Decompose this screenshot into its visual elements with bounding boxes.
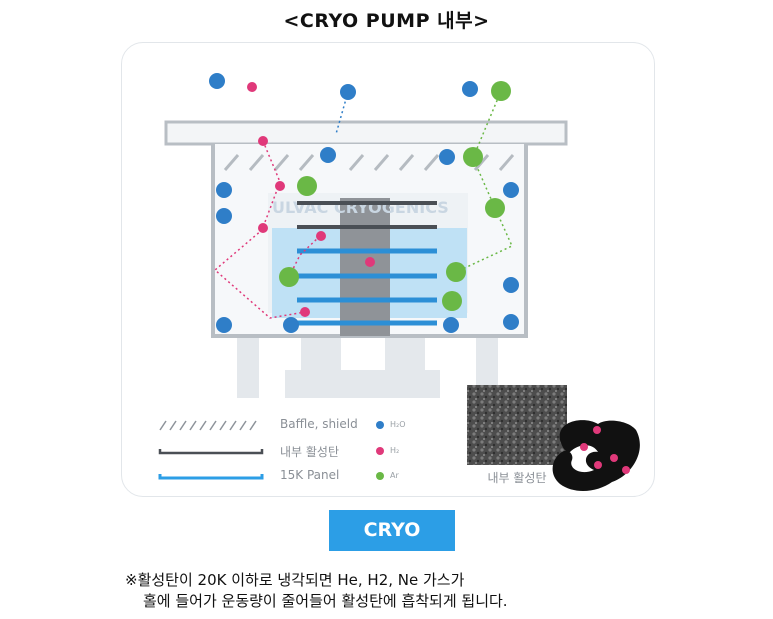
cryo-button[interactable]: CRYO xyxy=(329,510,455,551)
legend-hydrogen-dot xyxy=(376,447,384,455)
footnote-line-1: ※활성탄이 20K 이하로 냉각되면 He, H2, Ne 가스가 xyxy=(125,571,465,589)
carbon-pore-illustration xyxy=(552,420,640,491)
legend-baffle-label: Baffle, shield xyxy=(280,417,358,431)
legend-argon-dot xyxy=(376,472,384,480)
legend-baffle-sample xyxy=(159,420,257,431)
hydrogen-molecules xyxy=(247,82,375,317)
cryo-panels xyxy=(297,201,437,326)
activated-carbon-photo xyxy=(467,385,567,465)
water-molecules xyxy=(209,73,519,333)
baffle-shield xyxy=(223,154,515,171)
page-title: <CRYO PUMP 내부> xyxy=(283,10,490,32)
legend-carbon-label: 내부 활성탄 xyxy=(280,445,340,459)
legend-water-dot xyxy=(376,421,384,429)
legend-water-label: H₂O xyxy=(390,420,406,429)
photo-caption: 내부 활성탄 xyxy=(487,471,547,485)
legend-panel-sample xyxy=(158,474,264,480)
footnote-line-2: 홀에 들어가 운동량이 줄어들어 활성탄에 흡착되게 됩니다. xyxy=(143,592,508,610)
legend-panel-label: 15K Panel xyxy=(280,468,340,482)
legend-hydrogen-label: H₂ xyxy=(390,446,400,455)
legend-argon-label: Ar xyxy=(390,471,399,480)
footnote: ※활성탄이 20K 이하로 냉각되면 He, H2, Ne 가스가 홀에 들어가… xyxy=(125,570,508,612)
cold-head-column xyxy=(340,198,390,336)
pump-legs xyxy=(237,338,498,398)
legend-carbon-sample xyxy=(158,449,264,455)
argon-molecules xyxy=(279,81,511,311)
molecule-paths xyxy=(213,90,513,319)
watermark-text: ULVAC CRYOGENICS xyxy=(272,198,449,217)
